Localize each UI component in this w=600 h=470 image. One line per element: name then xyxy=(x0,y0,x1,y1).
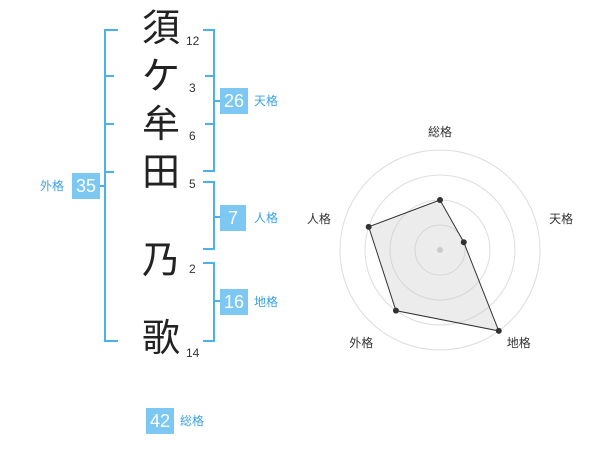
radar-series-area xyxy=(368,199,500,332)
radar-ring xyxy=(364,174,516,326)
name-char-1: 須 xyxy=(141,6,180,50)
chikaku-label: 地格 xyxy=(254,295,279,309)
stroke-count-4: 5 xyxy=(189,177,196,191)
tenkaku-value: 26 xyxy=(220,88,248,114)
gaikaku-label: 外格 xyxy=(40,179,65,193)
gaikaku-value: 35 xyxy=(72,173,100,199)
jinkaku-value: 7 xyxy=(220,205,246,231)
name-char-6: 歌 xyxy=(141,316,180,360)
stroke-count-2: 3 xyxy=(189,81,196,95)
radar-point-5 xyxy=(365,223,372,230)
stroke-count-3: 6 xyxy=(189,129,196,143)
radar-ring xyxy=(339,149,541,351)
name-char-5: 乃 xyxy=(141,238,180,282)
radar-grid xyxy=(339,149,541,351)
radar-point-3 xyxy=(495,327,502,334)
soukaku-value: 42 xyxy=(146,408,174,434)
radar-point-1 xyxy=(437,197,443,203)
stroke-count-5: 2 xyxy=(189,262,196,276)
radar-point-2 xyxy=(460,239,467,246)
name-char-2: ケ xyxy=(141,54,180,98)
radar-ring xyxy=(414,224,466,276)
soukaku-label: 総格 xyxy=(180,414,205,428)
radar-point-4 xyxy=(392,307,399,314)
name-char-3: 牟 xyxy=(141,102,180,146)
radar-axis-label-5: 人格 xyxy=(307,211,331,226)
radar-axis-label-4: 外格 xyxy=(349,335,373,350)
jinkaku-label: 人格 xyxy=(254,211,279,225)
chikaku-value: 16 xyxy=(220,289,248,315)
radar-center xyxy=(437,247,443,253)
radar-data xyxy=(365,197,502,334)
name-char-4: 田 xyxy=(141,150,180,194)
stroke-count-1: 12 xyxy=(186,34,200,48)
radar-axis-label-3: 地格 xyxy=(507,335,531,350)
stroke-count-6: 14 xyxy=(186,346,200,360)
radar-axis-label-1: 総格 xyxy=(428,124,452,139)
tenkaku-label: 天格 xyxy=(254,94,279,108)
radar-axis-label-2: 天格 xyxy=(549,211,573,226)
